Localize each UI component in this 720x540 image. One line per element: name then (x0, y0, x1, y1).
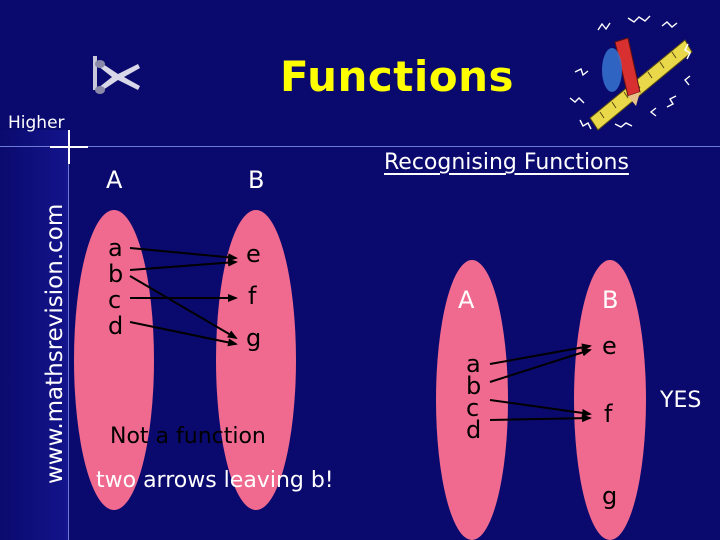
left-set-a-oval (74, 210, 154, 510)
right-set-a-element: a (466, 350, 481, 378)
right-set-a-oval (436, 260, 508, 540)
right-set-a-element: d (466, 416, 482, 444)
arrow-b-to-e-right (489, 348, 592, 383)
right-set-b-oval (574, 260, 646, 540)
left-set-b-oval (216, 210, 296, 510)
left-set-b-element: e (246, 240, 261, 268)
right-set-b-element: g (602, 482, 618, 510)
arrow-d-to-g (129, 321, 238, 347)
crosshair-vertical (68, 130, 70, 164)
left-set-a-element: b (108, 260, 124, 288)
left-mapping-arrows (129, 247, 238, 347)
scissors-icon (93, 56, 140, 94)
arrow-a-to-e-right (489, 343, 592, 365)
website-label: www.mathsrevision.com (42, 203, 68, 484)
arrow-a-to-e (129, 247, 238, 262)
left-reason: two arrows leaving b! (96, 468, 334, 493)
right-verdict: YES (660, 388, 702, 413)
left-set-a-element: c (108, 286, 122, 314)
right-set-a-element: c (466, 394, 480, 422)
right-mapping-arrows (489, 343, 592, 423)
right-set-a-label: A (458, 286, 475, 314)
arrow-c-to-f-right (489, 399, 592, 417)
arrow-b-to-g (129, 275, 238, 340)
right-set-a-element: b (466, 372, 482, 400)
left-set-a-element: d (108, 312, 124, 340)
right-set-b-element: f (604, 400, 613, 428)
left-verdict: Not a function (110, 424, 266, 449)
ruler-pencil-clipart-icon (569, 15, 693, 131)
left-set-a-label: A (106, 166, 123, 194)
left-set-b-element: g (246, 324, 262, 352)
header-divider-line (0, 146, 720, 147)
right-set-b-label: B (602, 286, 619, 314)
sidebar-divider-line (68, 132, 69, 540)
level-label: Higher (8, 113, 65, 133)
left-band (0, 130, 68, 540)
page-title: Functions (280, 52, 515, 101)
arrow-b-to-e (129, 258, 238, 271)
right-heading: Recognising Functions (384, 150, 629, 175)
left-set-a-element: a (108, 234, 123, 262)
left-set-b-element: f (248, 282, 257, 310)
right-set-b-element: e (602, 332, 617, 360)
left-set-b-label: B (248, 166, 265, 194)
arrow-d-to-f-right (489, 414, 592, 423)
